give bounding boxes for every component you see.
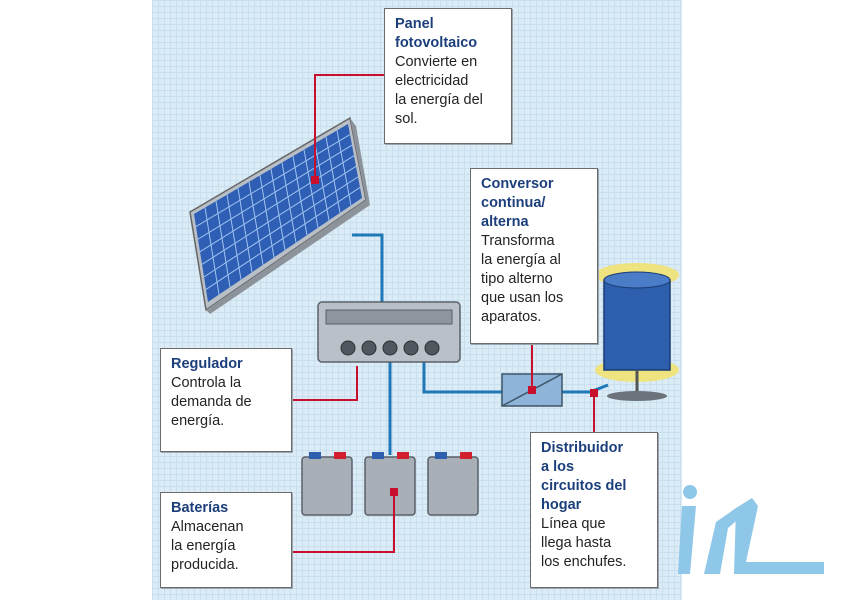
blue-wiring — [352, 233, 609, 455]
callout-panel-title: Panel fotovoltaico — [395, 16, 478, 51]
logo-icon — [678, 485, 824, 574]
leader-lines — [292, 74, 595, 553]
callout-distribuidor: Distribuidor a los circuitos del hogar L… — [530, 432, 658, 588]
diagram-stage: Panel fotovoltaico Convierte en electric… — [152, 0, 682, 600]
callout-distribuidor-text: Línea que llega hasta los enchufes. — [541, 516, 627, 570]
callout-distribuidor-title: Distribuidor a los circuitos del hogar — [541, 440, 627, 513]
callout-baterias: Baterías Almacenan la energía producida. — [160, 492, 292, 588]
callout-panel: Panel fotovoltaico Convierte en electric… — [384, 8, 512, 144]
diagram-artwork — [189, 74, 679, 553]
callout-baterias-text: Almacenan la energía producida. — [171, 519, 244, 573]
callout-panel-text: Convierte en electricidad la energía del… — [395, 54, 483, 127]
callout-conversor: Conversor continua/ alterna Transforma l… — [470, 168, 598, 344]
battery-icon — [301, 452, 479, 516]
callout-conversor-title: Conversor continua/ alterna — [481, 176, 554, 230]
callout-regulador-title: Regulador — [171, 356, 243, 372]
callout-regulador-text: Controla la demanda de energía. — [171, 375, 252, 429]
regulator-icon — [317, 301, 461, 363]
callout-conversor-text: Transforma la energía al tipo alterno qu… — [481, 233, 564, 325]
leader-dots — [311, 176, 598, 496]
solar-panel-icon — [189, 116, 370, 314]
callout-baterias-title: Baterías — [171, 500, 229, 516]
callout-regulador: Regulador Controla la demanda de energía… — [160, 348, 292, 452]
lamp-icon — [595, 263, 679, 401]
